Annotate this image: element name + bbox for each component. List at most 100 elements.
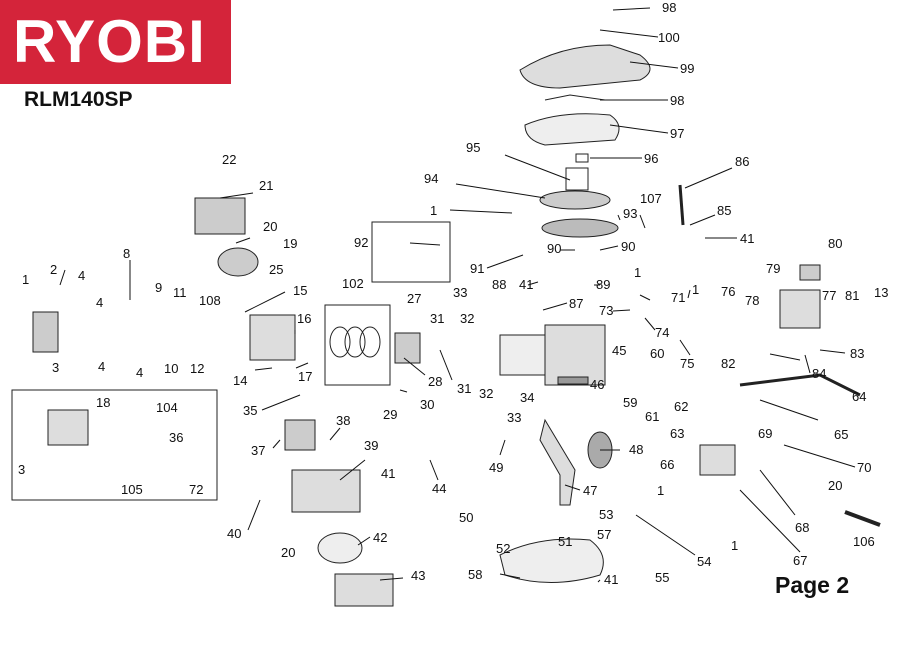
part-15-head bbox=[249, 314, 296, 361]
label-73: 73 bbox=[599, 303, 613, 318]
label-10: 10 bbox=[164, 361, 178, 376]
part-106-rod bbox=[844, 510, 881, 527]
label-87: 87 bbox=[569, 296, 583, 311]
label-77: 77 bbox=[822, 288, 836, 303]
label-8: 8 bbox=[123, 246, 130, 261]
label-18: 18 bbox=[96, 395, 110, 410]
label-54: 54 bbox=[697, 554, 711, 569]
label-34: 34 bbox=[520, 390, 534, 405]
label-59: 59 bbox=[623, 395, 637, 410]
label-1-f: 1 bbox=[22, 272, 29, 287]
part-92-box bbox=[371, 221, 451, 283]
part-95-hub bbox=[565, 167, 589, 191]
label-15: 15 bbox=[293, 283, 307, 298]
label-85: 85 bbox=[717, 203, 731, 218]
label-20: 20 bbox=[828, 478, 842, 493]
label-76: 76 bbox=[721, 284, 735, 299]
label-90: 90 bbox=[547, 241, 561, 256]
label-1-b: 1 bbox=[634, 265, 641, 280]
part-28-piston bbox=[394, 332, 421, 364]
part-98-cable bbox=[544, 94, 606, 101]
label-42: 42 bbox=[373, 530, 387, 545]
label-1: 1 bbox=[430, 203, 437, 218]
label-31-b: 31 bbox=[457, 381, 471, 396]
label-45: 45 bbox=[612, 343, 626, 358]
label-41-b: 41 bbox=[519, 277, 533, 292]
part-80-cap bbox=[799, 264, 821, 281]
label-57: 57 bbox=[597, 527, 611, 542]
part-39-airbox bbox=[291, 469, 361, 513]
part-96-nut bbox=[575, 153, 589, 163]
label-91: 91 bbox=[470, 261, 484, 276]
label-31: 31 bbox=[430, 311, 444, 326]
label-38: 38 bbox=[336, 413, 350, 428]
label-64: 64 bbox=[852, 389, 866, 404]
part-99-shroud bbox=[519, 44, 651, 89]
label-30: 30 bbox=[420, 397, 434, 412]
label-2: 2 bbox=[50, 262, 57, 277]
page-number: Page 2 bbox=[775, 572, 850, 598]
label-86: 86 bbox=[735, 154, 749, 169]
label-51: 51 bbox=[558, 534, 572, 549]
label-71: 71 bbox=[671, 290, 685, 305]
label-4: 4 bbox=[78, 268, 85, 283]
label-28: 28 bbox=[428, 374, 442, 389]
label-95: 95 bbox=[466, 140, 480, 155]
part-19-pipe bbox=[217, 247, 259, 277]
label-33: 33 bbox=[453, 285, 467, 300]
label-27: 27 bbox=[407, 291, 421, 306]
label-1-c: 1 bbox=[692, 282, 699, 297]
label-40: 40 bbox=[227, 526, 241, 541]
label-66: 66 bbox=[660, 457, 674, 472]
label-33-b: 33 bbox=[507, 410, 521, 425]
label-44: 44 bbox=[432, 481, 446, 496]
label-11: 11 bbox=[173, 285, 187, 300]
label-94: 94 bbox=[424, 171, 438, 186]
label-4-c: 4 bbox=[98, 359, 105, 374]
part-34-cylinder bbox=[499, 334, 546, 376]
label-72: 72 bbox=[189, 482, 203, 497]
label-63: 63 bbox=[670, 426, 684, 441]
label-4-d: 4 bbox=[136, 365, 143, 380]
part-37-carburetor bbox=[284, 419, 316, 451]
label-81: 81 bbox=[845, 288, 859, 303]
model-number: RLM140SP bbox=[24, 88, 133, 111]
filter-kit-box bbox=[11, 389, 218, 501]
label-20-b: 20 bbox=[281, 545, 295, 560]
part-21-muffler bbox=[194, 197, 246, 235]
label-14: 14 bbox=[233, 373, 247, 388]
part-57-base bbox=[499, 538, 604, 583]
label-92: 92 bbox=[354, 235, 368, 250]
part-64-pipe bbox=[739, 373, 861, 397]
label-22: 22 bbox=[222, 152, 236, 167]
label-74: 74 bbox=[655, 325, 669, 340]
part-45-block bbox=[544, 324, 606, 386]
label-20-c: 20 bbox=[263, 219, 277, 234]
label-48: 48 bbox=[629, 442, 643, 457]
label-69: 69 bbox=[758, 426, 772, 441]
piston-ring bbox=[344, 326, 366, 358]
label-58: 58 bbox=[468, 567, 482, 582]
label-89: 89 bbox=[596, 277, 610, 292]
part-93-coil bbox=[541, 218, 619, 238]
label-78: 78 bbox=[745, 293, 759, 308]
label-19: 19 bbox=[283, 236, 297, 251]
part-66-plate bbox=[699, 444, 736, 476]
label-108: 108 bbox=[199, 293, 221, 308]
label-55: 55 bbox=[655, 570, 669, 585]
label-104: 104 bbox=[156, 400, 178, 415]
label-88: 88 bbox=[492, 277, 506, 292]
label-41-d: 41 bbox=[604, 572, 618, 587]
part-47-crankshaft bbox=[539, 418, 576, 506]
label-3: 3 bbox=[52, 360, 59, 375]
label-102: 102 bbox=[342, 276, 364, 291]
label-53: 53 bbox=[599, 507, 613, 522]
label-93: 93 bbox=[623, 206, 637, 221]
label-46: 46 bbox=[590, 377, 604, 392]
label-99: 99 bbox=[680, 61, 694, 76]
label-39: 39 bbox=[364, 438, 378, 453]
label-3-b: 3 bbox=[18, 462, 25, 477]
label-16: 16 bbox=[297, 311, 311, 326]
label-105: 105 bbox=[121, 482, 143, 497]
part-97-housing bbox=[524, 113, 620, 146]
